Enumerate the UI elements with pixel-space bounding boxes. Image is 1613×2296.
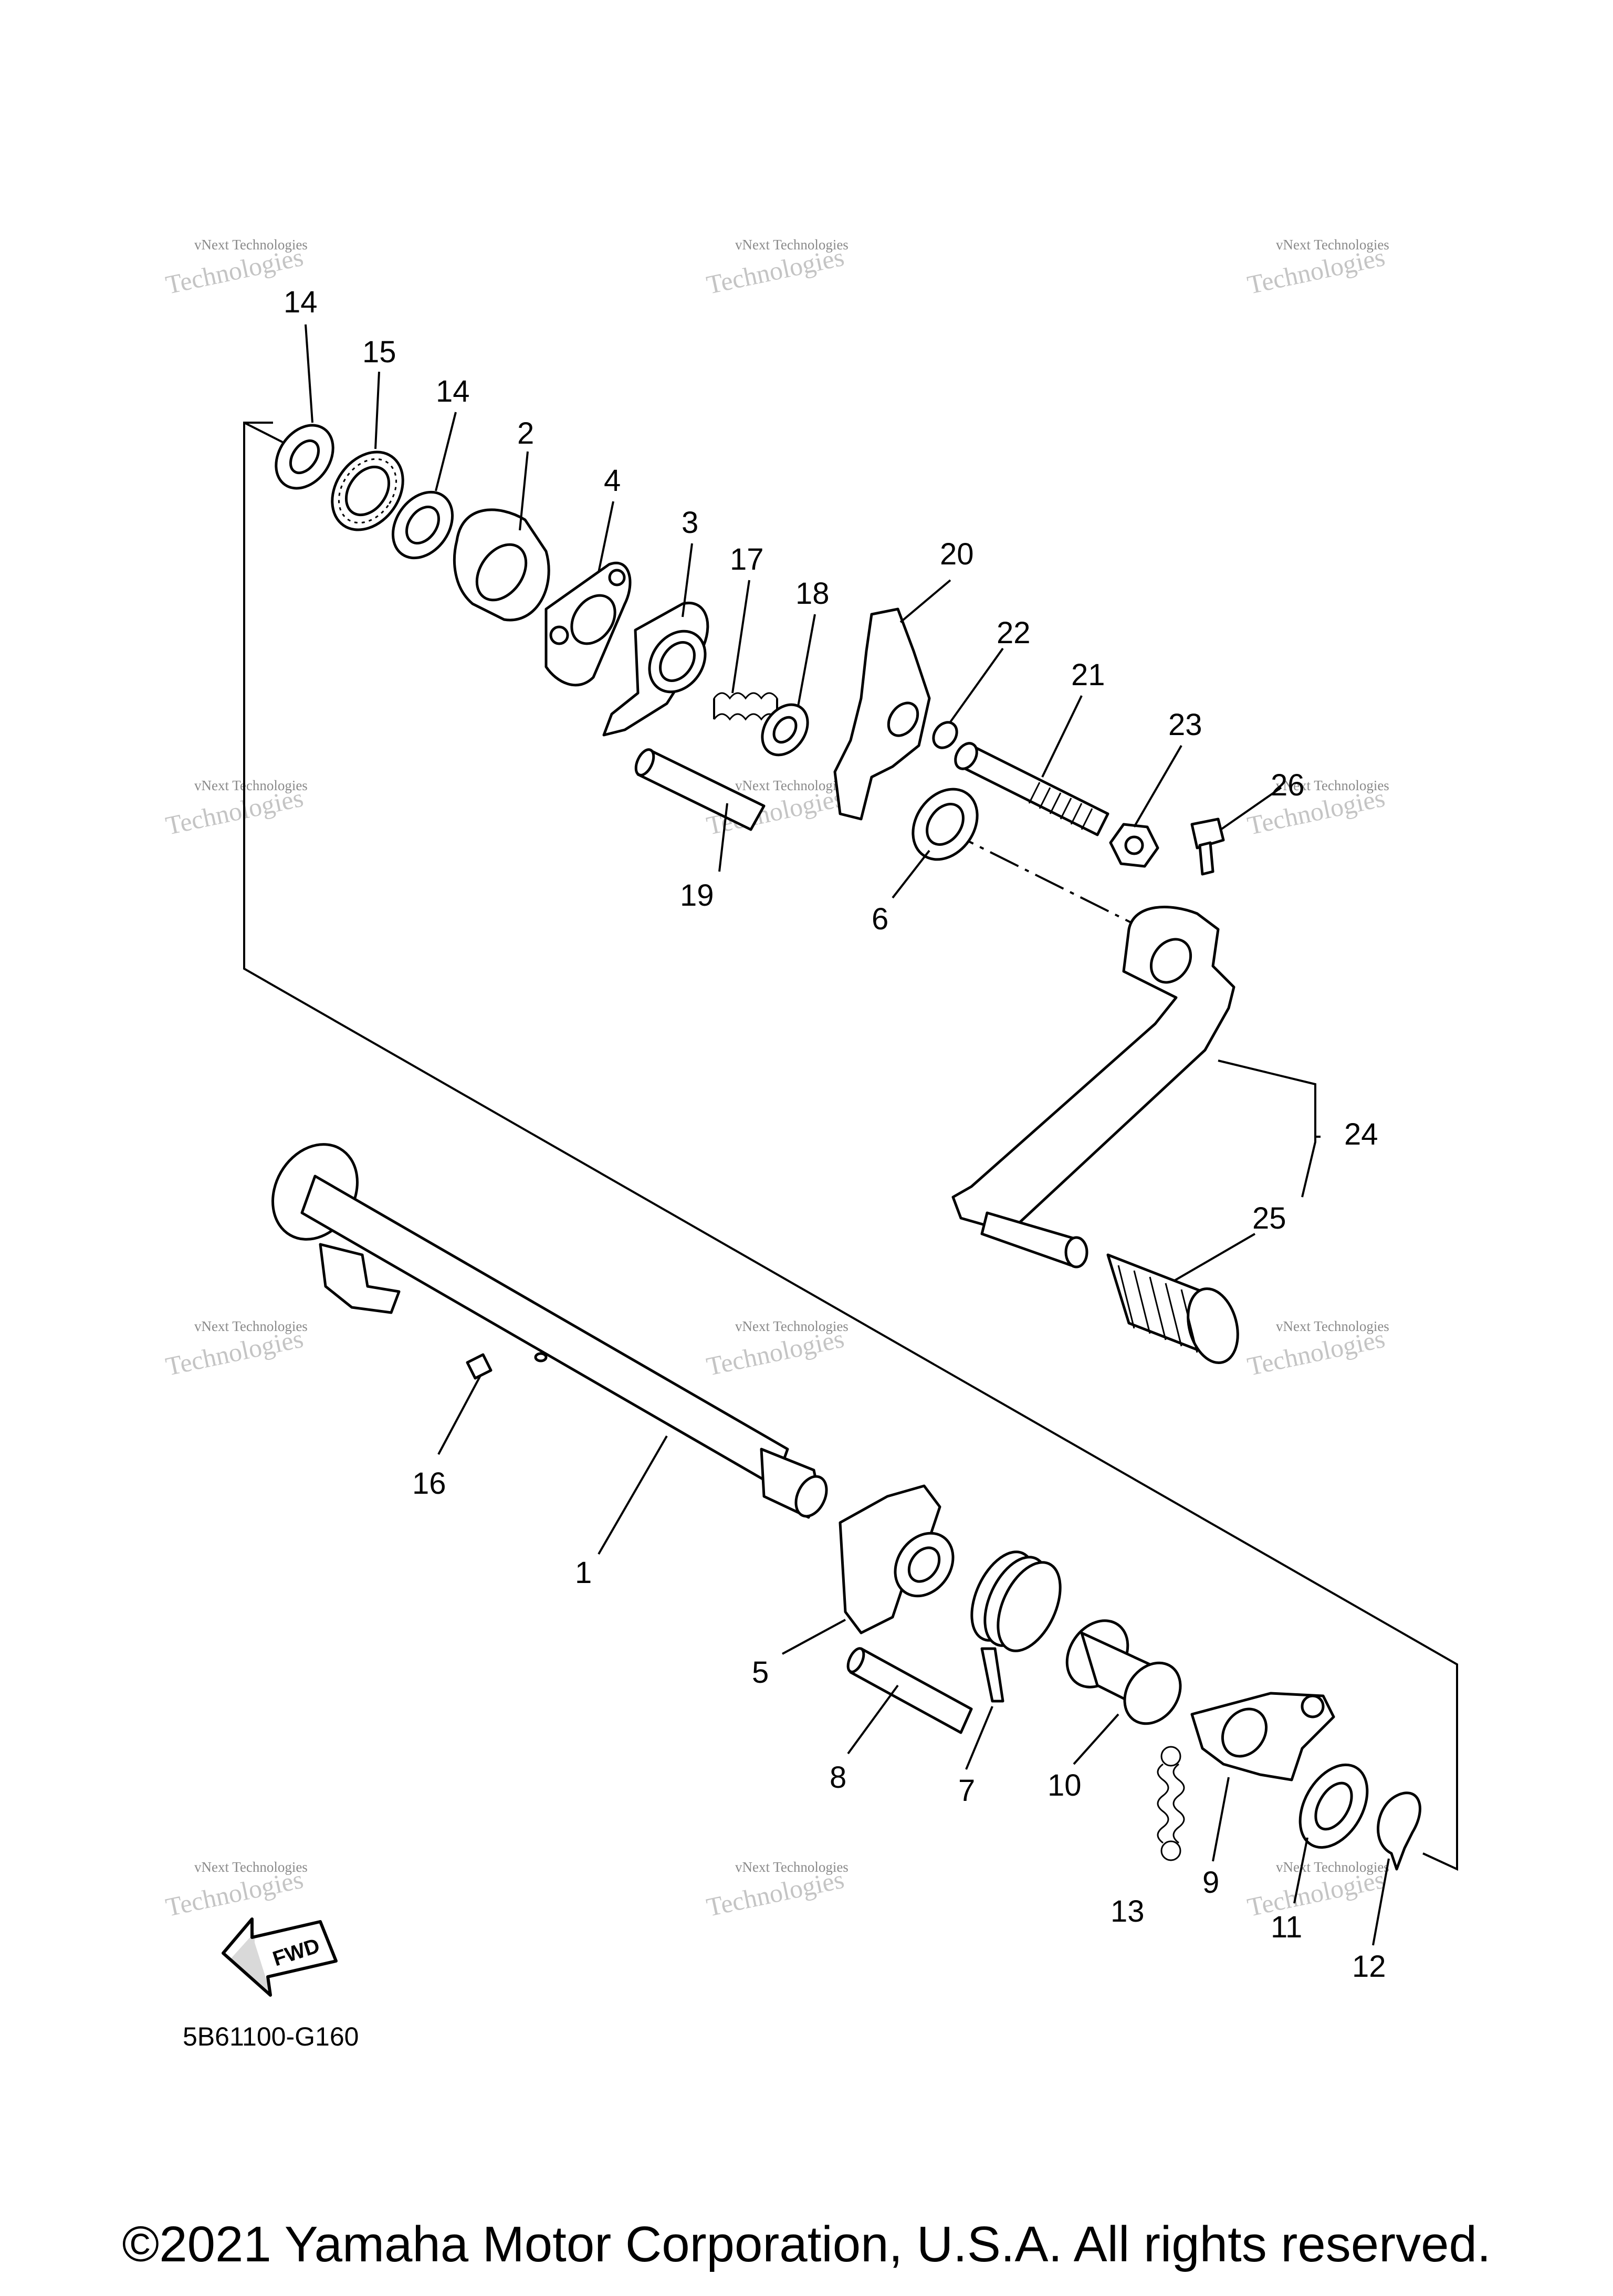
callout-26: 26 — [1271, 768, 1305, 802]
callout-13: 13 — [1111, 1894, 1145, 1928]
frame-outline — [243, 422, 1458, 1871]
part-26-bolt — [1190, 817, 1225, 876]
watermark-text: vNext Technologies — [1276, 1318, 1389, 1334]
part-7-torsion-spring — [970, 1550, 1062, 1703]
callout-7: 7 — [958, 1774, 975, 1808]
watermark-text: vNext Technologies — [735, 1318, 849, 1334]
callout-10: 10 — [1048, 1768, 1082, 1802]
callout-5: 5 — [752, 1655, 769, 1690]
part-5-shift-arm — [839, 1484, 955, 1634]
callout-8: 8 — [830, 1760, 846, 1795]
callout-21: 21 — [1071, 658, 1105, 692]
callout-4: 4 — [604, 464, 621, 498]
watermark-text: vNext Technologies — [1276, 1859, 1389, 1875]
part-22-o-ring — [932, 721, 958, 749]
part-20-shift-lever — [833, 607, 931, 821]
callout-19: 19 — [680, 878, 714, 913]
callout-12: 12 — [1352, 1949, 1386, 1984]
part-10-collar — [1065, 1619, 1182, 1725]
part-17-spring — [713, 692, 778, 721]
callout-17: 17 — [730, 542, 764, 576]
watermark: vNext Technologies Technologies — [163, 1859, 308, 1922]
part-21-bolt — [954, 742, 1109, 836]
callout-15: 15 — [362, 335, 396, 369]
callout-11: 11 — [1271, 1910, 1302, 1944]
watermark-text: vNext Technologies — [735, 1859, 849, 1875]
diagram-code: 5B61100-G160 — [183, 2022, 359, 2051]
watermark: vNext Technologies Technologies — [704, 237, 849, 300]
part-16-pin — [466, 1352, 548, 1380]
watermark: vNext Technologies Technologies — [704, 1859, 849, 1922]
upper-axis-line — [945, 829, 1135, 925]
part-2-cam — [453, 508, 550, 622]
callout-3: 3 — [682, 506, 698, 540]
watermark: vNext Technologies Technologies — [1245, 237, 1389, 300]
part-3-stopper-lever — [602, 602, 709, 737]
watermark: vNext Technologies Technologies — [704, 1318, 849, 1381]
watermark-text: vNext Technologies — [194, 778, 308, 793]
part-11-washer — [1298, 1763, 1369, 1849]
part-9-lever — [1190, 1692, 1335, 1781]
part-6-oil-seal — [912, 788, 979, 861]
watermark: vNext Technologies Technologies — [1245, 1859, 1389, 1922]
callout-1: 1 — [575, 1556, 592, 1590]
callout-18: 18 — [795, 576, 830, 611]
callout-14-second: 14 — [436, 374, 470, 408]
assembly-frame — [243, 422, 1458, 1871]
part-13-spring — [1157, 1746, 1185, 1861]
watermark-text: vNext Technologies — [1276, 237, 1389, 253]
part-14-washer — [275, 424, 334, 490]
watermark: vNext Technologies Technologies — [163, 778, 308, 841]
part-18-washer — [761, 703, 809, 757]
bracket-24-25 — [1218, 1060, 1316, 1198]
frame-corner-line — [244, 422, 283, 443]
part-4-plate — [544, 562, 632, 687]
callout-16: 16 — [412, 1466, 446, 1501]
part-14-washer-2 — [391, 490, 454, 560]
part-23-nut — [1109, 823, 1159, 868]
part-1-shift-shaft — [271, 1143, 828, 1519]
callout-22: 22 — [997, 616, 1031, 650]
watermark-text: vNext Technologies — [194, 237, 308, 253]
part-15-bearing — [331, 450, 404, 531]
watermark: vNext Technologies Technologies — [1245, 778, 1389, 841]
callouts: 14 15 14 2 4 3 17 18 20 22 21 23 26 19 6… — [284, 285, 1386, 1984]
callout-23: 23 — [1168, 708, 1202, 742]
part-24-shift-pedal — [951, 906, 1235, 1268]
part-25-pedal-rubber — [1106, 1253, 1239, 1365]
fwd-arrow-icon: FWD — [222, 1917, 338, 1997]
callout-24: 24 — [1344, 1117, 1378, 1151]
part-12-circlip — [1377, 1791, 1421, 1871]
watermark: vNext Technologies Technologies — [163, 1318, 308, 1381]
part-8-pin — [846, 1647, 973, 1734]
callout-14: 14 — [284, 285, 318, 319]
leader-lines — [305, 324, 1390, 1946]
callout-2: 2 — [517, 416, 534, 450]
watermark-text: vNext Technologies — [194, 1859, 308, 1875]
watermark-text: vNext Technologies — [1276, 778, 1389, 793]
watermark-text: vNext Technologies — [735, 778, 849, 793]
watermark-text: vNext Technologies — [194, 1318, 308, 1334]
callout-6: 6 — [872, 902, 888, 936]
watermark: vNext Technologies Technologies — [1245, 1318, 1389, 1381]
callout-20: 20 — [940, 537, 974, 571]
watermark-text: vNext Technologies — [735, 237, 849, 253]
copyright-notice: ©2021 Yamaha Motor Corporation, U.S.A. A… — [122, 2216, 1491, 2272]
callout-9: 9 — [1202, 1865, 1219, 1900]
callout-25: 25 — [1252, 1201, 1286, 1235]
part-19-pin — [634, 748, 766, 831]
